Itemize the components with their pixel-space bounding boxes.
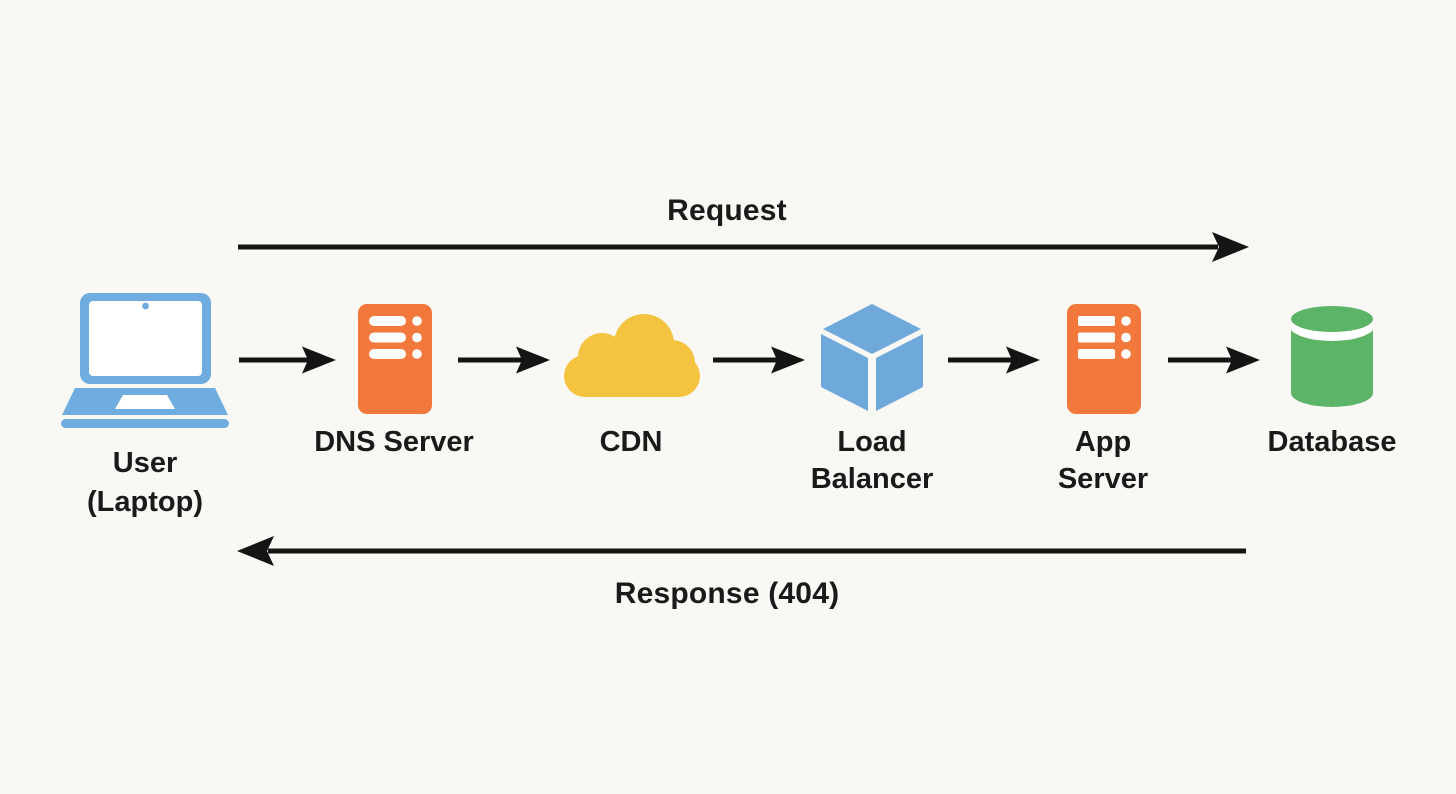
response-arrow [237,536,1246,566]
connector-user-to-dns [239,346,336,374]
node-label-load-balancer: Load Balancer [810,426,934,495]
connector-lb-to-app [948,346,1040,374]
node-label-app-server: App Server [1057,426,1149,495]
node-label-database: Database [1267,426,1397,458]
cube-icon [821,304,923,411]
node-label-cdn: CDN [599,426,663,458]
request-label: Request [667,194,787,227]
node-label-user-laptop: User (Laptop) [87,447,203,518]
laptop-icon [61,293,229,428]
database-icon [1291,306,1373,407]
connector-dns-to-cdn [458,346,550,374]
cloud-icon [564,314,700,397]
server-icon [358,304,432,414]
node-label-dns-server: DNS Server [314,426,474,458]
server-icon [1067,304,1141,414]
response-label: Response (404) [614,577,840,610]
connector-cdn-to-lb [713,346,805,374]
request-arrow [238,232,1249,262]
connector-app-to-db [1168,346,1260,374]
